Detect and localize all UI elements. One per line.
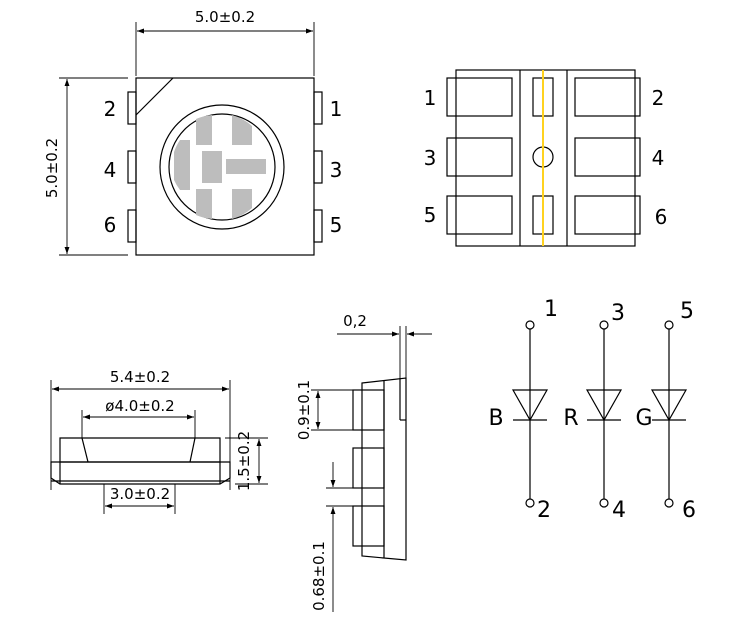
top-width-dim: 5.0±0.2 xyxy=(195,8,255,26)
top-pin-label: 5 xyxy=(330,213,343,237)
bottom-pin-label: 3 xyxy=(424,146,437,170)
led-blue: 1 B 2 xyxy=(488,297,558,523)
profile-view: 0,2 0.9±0.1 0.68±0.1 xyxy=(295,312,432,612)
top-pin-label: 1 xyxy=(330,97,343,121)
led-color-letter: G xyxy=(635,406,652,431)
top-pin-label: 4 xyxy=(104,158,117,182)
cathode-pin-label: 2 xyxy=(537,498,551,523)
bottom-body xyxy=(455,69,636,247)
led-color-letter: B xyxy=(488,406,503,431)
cathode-pin-label: 4 xyxy=(612,498,626,523)
pin1-chamfer xyxy=(135,77,174,116)
lens-diameter-dim: ø4.0±0.2 xyxy=(105,397,174,415)
lead-thickness-dim: 0,2 xyxy=(343,312,367,330)
anode-pin-label: 5 xyxy=(680,299,694,324)
bottom-pin-label: 5 xyxy=(424,203,437,227)
led-color-letter: R xyxy=(563,406,578,431)
bottom-pin-label: 1 xyxy=(424,86,437,110)
side-body xyxy=(59,437,221,463)
side-height-dim: 1.5±0.2 xyxy=(235,431,253,491)
die-pattern xyxy=(174,115,266,219)
profile-body xyxy=(361,377,407,561)
top-pin-label: 6 xyxy=(104,213,117,237)
lens-inner xyxy=(168,113,276,221)
top-height-dim: 5.0±0.2 xyxy=(43,138,61,198)
led-red: 3 R 4 xyxy=(563,301,626,523)
bottom-pin-label: 2 xyxy=(652,86,665,110)
led-green: 5 G 6 xyxy=(635,299,696,523)
bottom-pin-label: 4 xyxy=(652,146,665,170)
base-width-dim: 3.0±0.2 xyxy=(110,485,170,503)
side-view: 5.4±0.2 ø4.0±0.2 3.0±0.2 1.5±0.2 xyxy=(50,368,268,514)
pad-gap-dim: 0.68±0.1 xyxy=(310,541,328,611)
cathode-pin-label: 6 xyxy=(682,498,696,523)
anode-pin-label: 3 xyxy=(611,301,625,326)
top-view: 5.0±0.2 5.0±0.2 2 4 xyxy=(43,8,343,256)
top-pin-label: 3 xyxy=(330,158,343,182)
schematic: 1 B 2 3 R 4 5 G 6 xyxy=(488,297,696,523)
anode-pin-label: 1 xyxy=(544,297,558,322)
bottom-pin-label: 6 xyxy=(655,205,668,229)
pad-width-dim: 0.9±0.1 xyxy=(295,380,313,440)
lens-outer xyxy=(159,104,285,230)
side-width-dim: 5.4±0.2 xyxy=(110,368,170,386)
top-pin-label: 2 xyxy=(104,97,117,121)
bottom-view: 1 3 5 2 4 6 xyxy=(424,69,668,247)
